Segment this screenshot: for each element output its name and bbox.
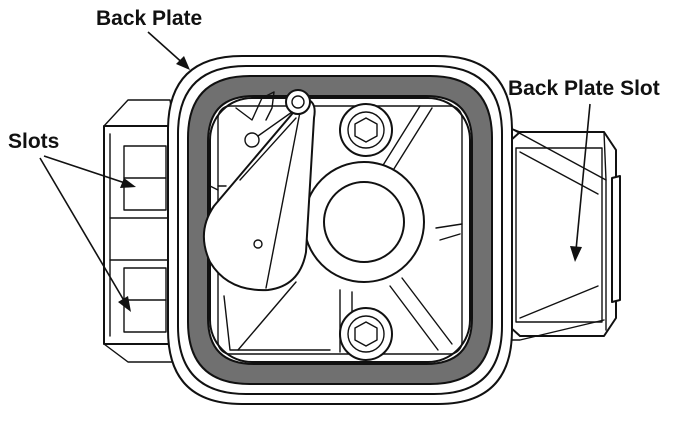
seal-gasket — [187, 75, 493, 385]
top-screw — [339, 103, 393, 157]
callout-back-plate-label: Back Plate — [96, 7, 202, 30]
cam-lever — [203, 89, 316, 292]
callout-back-plate: Back Plate — [96, 7, 202, 70]
callout-back-plate-slot-label: Back Plate Slot — [508, 77, 660, 100]
callout-slots-label: Slots — [8, 130, 59, 153]
bottom-screw — [339, 307, 393, 361]
callout-slots: Slots — [8, 130, 136, 312]
left-slot-tab — [103, 99, 175, 363]
back-plate-slot — [515, 147, 603, 323]
callout-back-plate-slot: Back Plate Slot — [508, 77, 660, 262]
central-boss — [303, 161, 425, 283]
